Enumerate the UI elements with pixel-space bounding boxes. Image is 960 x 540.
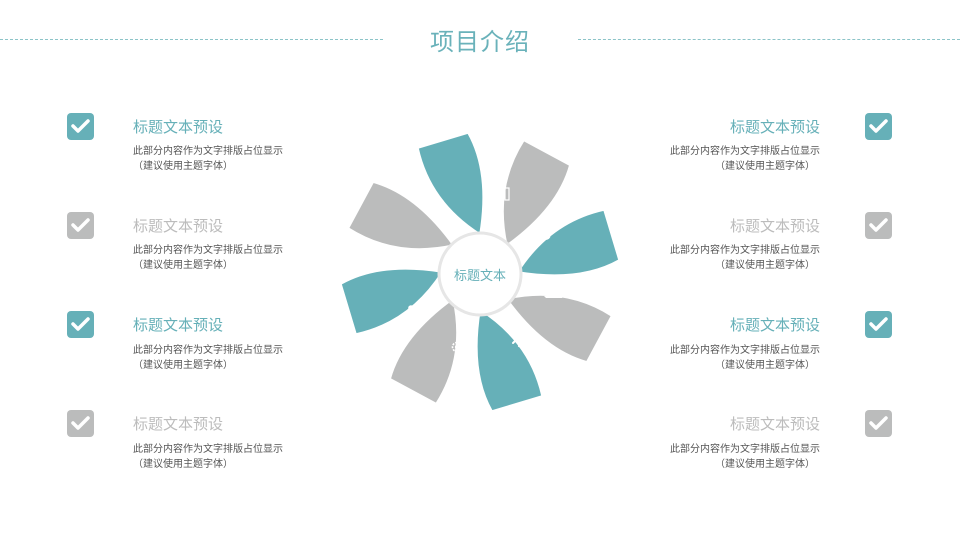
item-desc-line1: 此部分内容作为文字排版占位显示 <box>670 345 820 356</box>
item-desc-line2: （建议使用主题字体） <box>133 360 233 371</box>
item-desc-line1: 此部分内容作为文字排版占位显示 <box>670 245 820 256</box>
item-desc-line2: （建议使用主题字体） <box>133 260 233 271</box>
center-circle <box>437 231 523 317</box>
pinwheel-diagram <box>337 129 623 415</box>
checkbox-icon[interactable] <box>865 113 892 140</box>
item-title: 标题文本预设 <box>133 118 224 136</box>
title-divider-left <box>0 39 383 40</box>
item-desc-line2: （建议使用主题字体） <box>715 260 815 271</box>
title-divider-right <box>578 39 960 40</box>
item-title: 标题文本预设 <box>133 316 224 334</box>
checkbox-icon[interactable] <box>865 212 892 239</box>
desktop-computer-icon <box>487 187 510 206</box>
item-desc-line2: （建议使用主题字体） <box>715 459 815 470</box>
checkbox-icon[interactable] <box>67 212 94 239</box>
cloud-icon <box>532 228 551 240</box>
item-desc-line2: （建议使用主题字体） <box>715 161 815 172</box>
page-title: 项目介绍 <box>430 28 530 56</box>
person-icon <box>405 305 417 325</box>
item-desc-line1: 此部分内容作为文字排版占位显示 <box>133 245 283 256</box>
item-desc-line1: 此部分内容作为文字排版占位显示 <box>670 444 820 455</box>
checkbox-icon[interactable] <box>67 113 94 140</box>
bar-chart-icon <box>393 248 406 264</box>
item-title: 标题文本预设 <box>729 316 820 334</box>
item-title: 标题文本预设 <box>729 118 820 136</box>
running-person-icon <box>512 326 529 348</box>
checkbox-icon[interactable] <box>865 311 892 338</box>
checkbox-icon[interactable] <box>67 311 94 338</box>
item-desc-line2: （建议使用主题字体） <box>133 459 233 470</box>
item-desc-line1: 此部分内容作为文字排版占位显示 <box>133 146 283 157</box>
item-title: 标题文本预设 <box>729 217 820 235</box>
center-title: 标题文本 <box>453 268 506 284</box>
checkbox-icon[interactable] <box>67 410 94 437</box>
item-desc-line2: （建议使用主题字体） <box>715 360 815 371</box>
item-title: 标题文本预设 <box>133 415 224 433</box>
item-desc-line1: 此部分内容作为文字排版占位显示 <box>670 146 820 157</box>
gears-icon <box>451 341 470 360</box>
item-title: 标题文本预设 <box>133 217 224 235</box>
item-desc-line1: 此部分内容作为文字排版占位显示 <box>133 345 283 356</box>
laptop-icon <box>544 285 564 298</box>
item-title: 标题文本预设 <box>729 415 820 433</box>
pie-chart-icon <box>429 198 445 214</box>
item-desc-line2: （建议使用主题字体） <box>133 161 233 172</box>
checkbox-icon[interactable] <box>865 410 892 437</box>
item-desc-line1: 此部分内容作为文字排版占位显示 <box>133 444 283 455</box>
